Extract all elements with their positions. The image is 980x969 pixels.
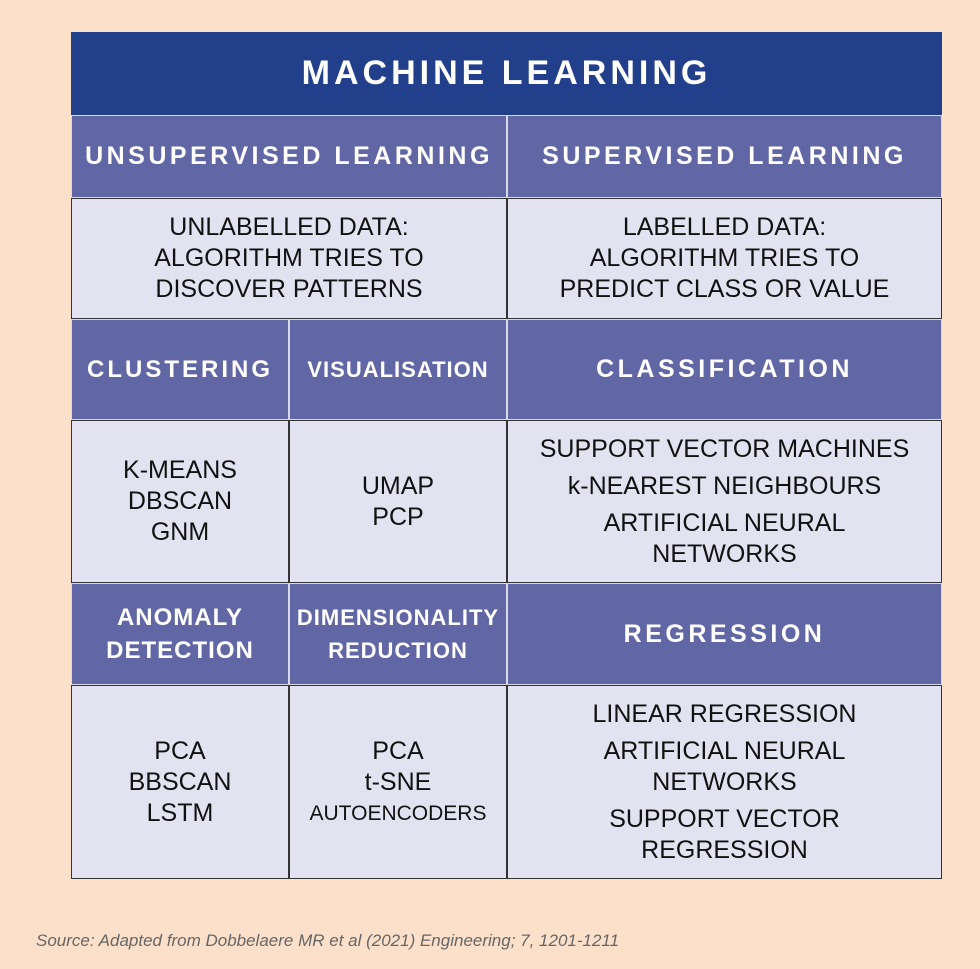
title-text: MACHINE LEARNING (301, 54, 712, 92)
dimensionality-reduction-items: PCA t-SNE AUTOENCODERS (289, 685, 507, 879)
list-item: NETWORKS (652, 539, 797, 568)
list-item: GNM (150, 518, 210, 546)
list-item: LSTM (146, 798, 214, 827)
anomaly-detection-items: PCA BBSCAN LSTM (71, 685, 289, 879)
clustering-header-text: CLUSTERING (87, 355, 273, 383)
unsupervised-header: UNSUPERVISED LEARNING (71, 115, 507, 198)
source-caption: Source: Adapted from Dobbelaere MR et al… (36, 931, 620, 950)
line: DISCOVER PATTERNS (155, 275, 423, 303)
unsupervised-description: UNLABELLED DATA: ALGORITHM TRIES TO DISC… (71, 198, 507, 319)
list-item: UMAP (361, 471, 435, 500)
list-item: t-SNE (364, 767, 432, 796)
list-item: BBSCAN (128, 767, 232, 796)
list-item: REGRESSION (641, 835, 808, 864)
list-item: AUTOENCODERS (309, 801, 487, 825)
list-item: ARTIFICIAL NEURAL (603, 736, 846, 765)
clustering-items: K-MEANS DBSCAN GNM (71, 420, 289, 583)
header-line: DIMENSIONALITY (296, 605, 500, 630)
list-item: K-MEANS (123, 456, 237, 484)
clustering-header: CLUSTERING (71, 319, 289, 420)
list-item: PCP (372, 502, 424, 531)
regression-header-text: REGRESSION (623, 619, 826, 648)
list-item: DBSCAN (127, 487, 233, 515)
list-item: k-NEAREST NEIGHBOURS (567, 471, 882, 500)
list-item: PCA (372, 736, 424, 765)
visualisation-header: VISUALISATION (289, 319, 507, 420)
list-item: LINEAR REGRESSION (592, 699, 857, 728)
classification-header-text: CLASSIFICATION (596, 355, 853, 383)
line: ALGORITHM TRIES TO (154, 244, 424, 272)
supervised-header-text: SUPERVISED LEARNING (542, 142, 907, 170)
unsupervised-header-text: UNSUPERVISED LEARNING (85, 142, 493, 170)
line: LABELLED DATA: (622, 213, 827, 241)
header-line: REDUCTION (328, 638, 468, 663)
list-item: NETWORKS (652, 767, 797, 796)
list-item: SUPPORT VECTOR (609, 804, 840, 833)
supervised-description: LABELLED DATA: ALGORITHM TRIES TO PREDIC… (507, 198, 942, 319)
line: UNLABELLED DATA: (169, 213, 409, 241)
line: ALGORITHM TRIES TO (589, 244, 860, 272)
line: PREDICT CLASS OR VALUE (559, 275, 890, 303)
supervised-header: SUPERVISED LEARNING (507, 115, 942, 198)
visualisation-items: UMAP PCP (289, 420, 507, 583)
classification-items: SUPPORT VECTOR MACHINES k-NEAREST NEIGHB… (507, 420, 942, 583)
list-item: PCA (154, 736, 206, 765)
regression-header: REGRESSION (507, 583, 942, 685)
anomaly-detection-header: ANOMALY DETECTION (71, 583, 289, 685)
regression-items: LINEAR REGRESSION ARTIFICIAL NEURAL NETW… (507, 685, 942, 879)
visualisation-header-text: VISUALISATION (307, 357, 489, 382)
header-line: DETECTION (106, 637, 254, 664)
dimensionality-reduction-header: DIMENSIONALITY REDUCTION (289, 583, 507, 685)
diagram-title: MACHINE LEARNING (71, 32, 942, 115)
list-item: SUPPORT VECTOR MACHINES (539, 434, 910, 463)
header-line: ANOMALY (116, 604, 244, 631)
list-item: ARTIFICIAL NEURAL (603, 508, 846, 537)
classification-header: CLASSIFICATION (507, 319, 942, 420)
